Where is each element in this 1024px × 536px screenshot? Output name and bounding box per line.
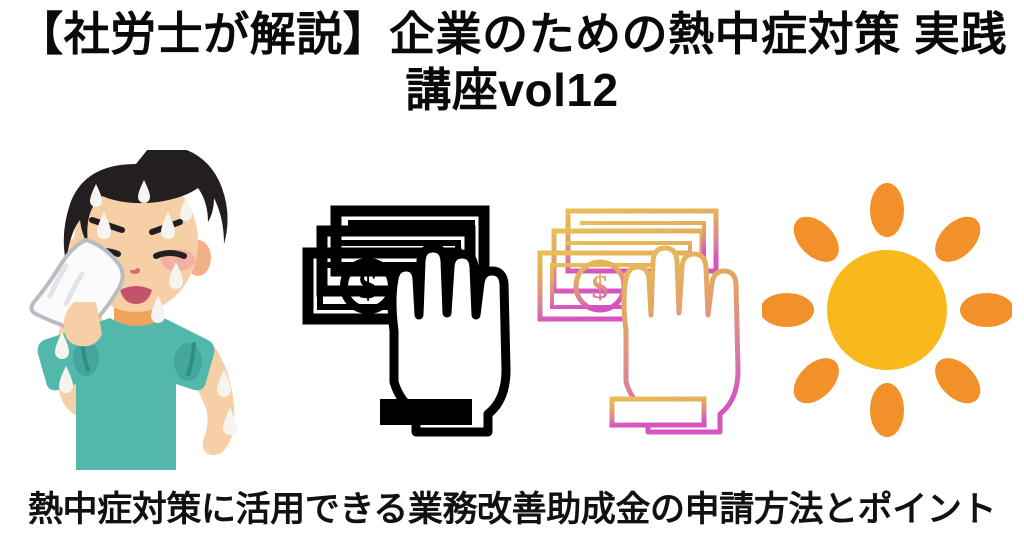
subtitle-caption: 熱中症対策に活用できる業務改善助成金の申請方法とポイント xyxy=(27,489,997,529)
cuff xyxy=(609,396,707,428)
cuff xyxy=(380,399,472,425)
illustration-row: $ xyxy=(0,150,1024,470)
hair xyxy=(63,150,228,262)
hand-shape xyxy=(621,245,741,435)
money-in-hand-icon-gradient: $ xyxy=(532,150,752,470)
money-in-hand-icon-black: $ xyxy=(300,150,520,470)
sun-core xyxy=(827,250,947,370)
hand-shape xyxy=(387,243,511,437)
sun-rays xyxy=(762,183,1012,437)
dollar-sign: $ xyxy=(359,265,378,307)
dollar-sign: $ xyxy=(592,269,609,306)
page-title: 【社労士が解説】企業のための熱中症対策 実践講座vol12 xyxy=(17,8,1007,117)
sun-icon xyxy=(762,150,1012,470)
sweating-man-illustration xyxy=(18,150,268,470)
